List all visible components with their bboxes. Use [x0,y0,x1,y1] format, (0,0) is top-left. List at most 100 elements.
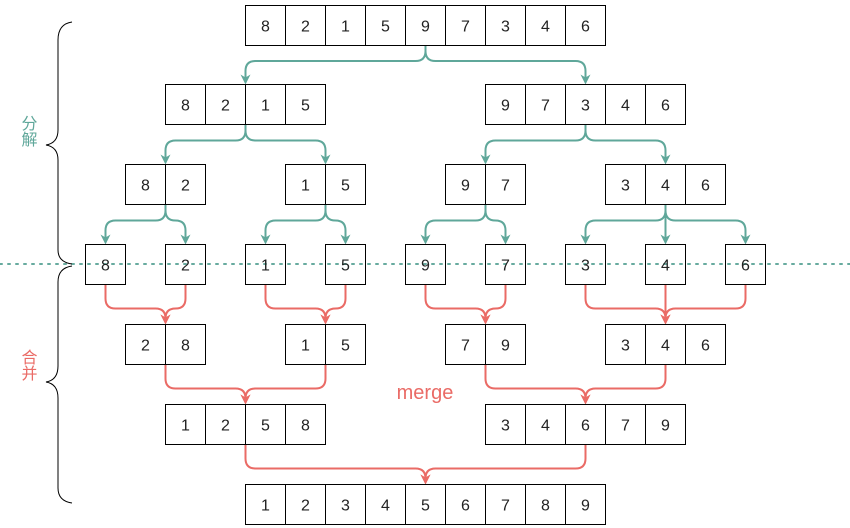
split-arrow [484,204,511,245]
merge-arrow [240,364,327,405]
array-cell-value: 3 [581,258,590,275]
split-brace [45,21,73,265]
array-cell-value: 9 [501,338,510,355]
split-arrow [244,124,331,165]
array-singles-3: 5 [325,244,366,285]
array-cell-value: 9 [421,19,430,36]
array-cell [525,484,566,525]
array-cell-value: 8 [101,258,110,275]
split-arrow [420,204,487,245]
split-arrow [160,124,247,165]
array-cell-value: 9 [661,418,670,435]
array-cell-value: 1 [301,178,310,195]
array-cell [85,244,126,285]
array-cell-value: 8 [261,19,270,36]
connectors [100,45,751,485]
split-arrow [480,124,587,165]
array-cell-value: 8 [181,338,190,355]
array-cell [645,324,686,365]
merge-side-label: 合并 [19,349,38,381]
merge-center-label: merge [397,382,454,404]
array-cell-value: 7 [621,418,630,435]
array-cell-value: 6 [741,258,750,275]
split-arrow [260,204,327,245]
array-cell-value: 2 [181,178,190,195]
array-cell-value: 9 [501,98,510,115]
array-cell [285,484,326,525]
array-cell [605,404,646,445]
merge-brace [45,265,73,504]
array-cell-value: 1 [301,338,310,355]
array-cell [165,244,206,285]
array-cell [485,324,526,365]
array-cell-value: 4 [621,98,630,115]
array-cell-value: 4 [661,258,670,275]
array-cell-value: 7 [501,258,510,275]
array-cell-value: 5 [341,258,350,275]
merge-arrow [160,284,187,325]
merge-arrow [424,284,491,325]
merge-arrow [484,364,591,405]
array-cell [165,164,206,205]
array-cell-value: 9 [421,258,430,275]
array-cell-value: 2 [221,418,230,435]
array-cell [605,324,646,365]
split-level-2b [260,204,351,245]
array-cell [645,84,686,125]
merge-level-3c [424,284,507,325]
array-cell-value: 5 [341,338,350,355]
array-cell-value: 3 [621,338,630,355]
merge-arrow [420,444,587,485]
array-cell-value: 2 [301,19,310,36]
array-cell-value: 9 [581,498,590,515]
array-cell-value: 6 [461,498,470,515]
array-cell-value: 4 [541,19,550,36]
array-cell-value: 7 [501,498,510,515]
array-cell-value: 6 [581,418,590,435]
array-cell [325,484,366,525]
array-cell-value: 7 [461,338,470,355]
array-singles-7: 4 [645,244,686,285]
split-label: 分解 [19,115,38,147]
merge-level-3a [104,284,187,325]
array-cell [365,484,406,525]
array-cell-value: 6 [701,338,710,355]
array-cell [285,324,326,365]
array-cell-value: 3 [621,178,630,195]
merge-arrow [320,284,347,325]
merge-level-5 [244,444,587,485]
array-cell-value: 4 [381,498,390,515]
array-cell-value: 6 [581,19,590,36]
split-level-2d [580,204,751,245]
array-cell [485,244,526,285]
array-cell-value: 2 [221,98,230,115]
array-cell [525,404,566,445]
split-arrow [240,45,427,85]
array-cell [325,324,366,365]
array-cell [565,5,606,46]
array-cell-value: 8 [541,498,550,515]
array-cell [165,324,206,365]
array-cell [525,84,566,125]
array-cell [565,484,606,525]
array-cell-value: 9 [461,178,470,195]
array-cell [405,484,446,525]
array-cell-value: 2 [181,258,190,275]
array-cell-value: 7 [501,178,510,195]
array-cell [565,404,606,445]
merge-arrow [244,444,431,485]
array-cell-value: 3 [341,498,350,515]
array-cell [445,5,486,46]
array-cell [245,244,286,285]
array-singles-6: 3 [565,244,606,285]
array-cell [485,404,526,445]
